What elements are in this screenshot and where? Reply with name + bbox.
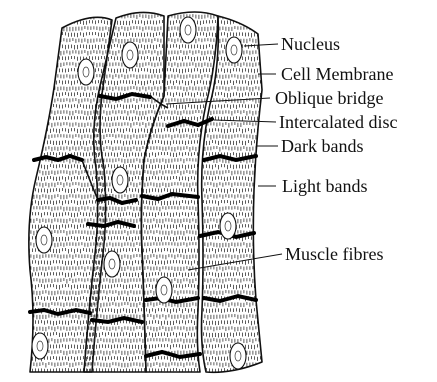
nucleus xyxy=(220,213,236,239)
nucleus xyxy=(122,42,138,68)
nucleus xyxy=(156,277,172,303)
label-muscle-fibres: Muscle fibres xyxy=(285,244,383,264)
nucleus xyxy=(32,333,48,359)
oblique-bridge-leader xyxy=(166,98,270,104)
label-dark-bands: Dark bands xyxy=(281,136,363,156)
label-nucleus: Nucleus xyxy=(281,34,340,54)
nucleus xyxy=(180,17,196,43)
intercalated-disc-leader xyxy=(214,120,276,122)
nucleus xyxy=(78,59,94,85)
label-light-bands: Light bands xyxy=(282,176,368,196)
nucleus-leader xyxy=(244,44,278,46)
labels: Nucleus Cell Membrane Oblique bridge Int… xyxy=(275,34,397,264)
label-oblique-bridge: Oblique bridge xyxy=(275,88,383,108)
muscle-fibre-4 xyxy=(199,14,266,374)
muscle-fibre-3 xyxy=(139,12,222,374)
nucleus xyxy=(104,251,120,277)
nucleus xyxy=(230,343,246,369)
label-intercalated-disc: Intercalated disc xyxy=(279,112,397,132)
nucleus xyxy=(226,37,242,63)
label-cell-membrane: Cell Membrane xyxy=(281,64,393,84)
nucleus xyxy=(36,227,52,253)
nucleus xyxy=(112,167,128,193)
